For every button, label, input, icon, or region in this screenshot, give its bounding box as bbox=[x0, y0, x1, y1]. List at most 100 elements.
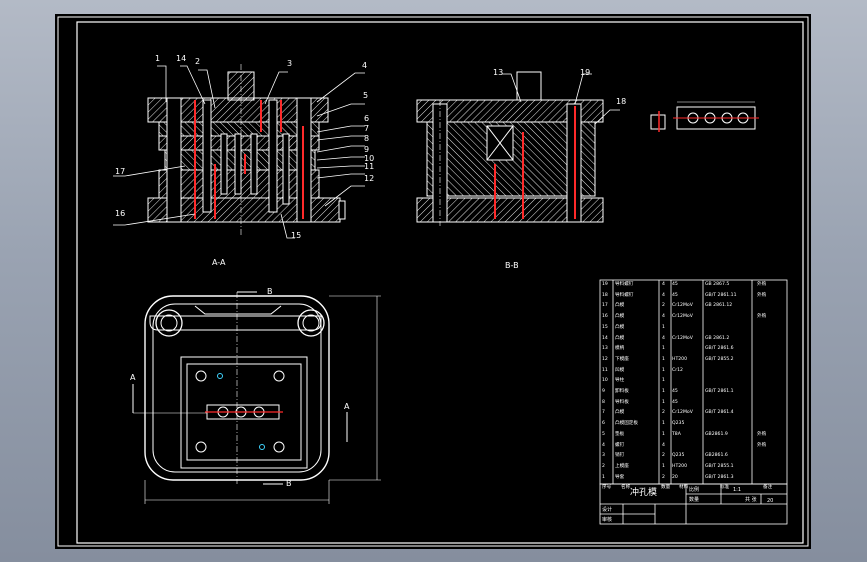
bom-row-no: 9 bbox=[602, 389, 605, 394]
bom-row-mat: Q235 bbox=[672, 421, 685, 427]
bom-row-mat: Cr12MoV bbox=[672, 303, 693, 309]
bom-row-name: 凸模 bbox=[615, 335, 625, 341]
bom-row-mat: Q235 bbox=[672, 453, 685, 459]
bom-row-no: 3 bbox=[602, 453, 605, 459]
bom-row-mat: 45 bbox=[672, 399, 678, 405]
bom-row-name: 上模座 bbox=[615, 463, 629, 469]
bom-row-no: 14 bbox=[602, 335, 608, 341]
part-number-9: 9 bbox=[364, 145, 370, 154]
bom-row-no: 4 bbox=[602, 442, 605, 448]
bom-row-std: GB/T 2861.4 bbox=[705, 410, 734, 416]
bom-row-qty: 1 bbox=[662, 324, 665, 330]
bom-row-mat: HT200 bbox=[672, 463, 688, 469]
bom-row-name: 垫板 bbox=[615, 431, 625, 437]
bom-row-name: 凸模 bbox=[615, 410, 625, 416]
part-number-1: 1 bbox=[155, 54, 161, 63]
bom-row-name: 凸模 bbox=[615, 314, 625, 320]
view-label-a-a: A-A bbox=[212, 258, 226, 267]
bom-row-no: 10 bbox=[602, 378, 608, 384]
bom-row-note: 外购 bbox=[757, 314, 767, 320]
part-number-14: 14 bbox=[176, 54, 187, 63]
bom-row-std: GB/T 2861.6 bbox=[705, 346, 734, 352]
bom-row-qty: 2 bbox=[662, 410, 665, 416]
bom-row-std: GB/T 2861.11 bbox=[705, 292, 737, 298]
bom-row-mat: Cr12MoV bbox=[672, 410, 693, 416]
bom-row-no: 8 bbox=[602, 399, 605, 405]
bom-row-std: GB/T 2855.2 bbox=[705, 356, 734, 362]
bom-row-qty: 2 bbox=[662, 453, 665, 459]
part-number-7: 7 bbox=[364, 124, 370, 133]
part-number-5: 5 bbox=[363, 91, 369, 100]
bom-header-qty: 数量 bbox=[661, 485, 671, 491]
bom-row-qty: 1 bbox=[662, 421, 665, 427]
view-label-b-b: B-B bbox=[505, 261, 519, 270]
title-block-qty-label: 数量 bbox=[689, 497, 700, 503]
bom-row-qty: 1 bbox=[662, 463, 665, 469]
bom-row-no: 5 bbox=[602, 431, 605, 437]
bom-row-no: 2 bbox=[602, 463, 605, 469]
section-mark-a-right: A bbox=[344, 402, 350, 411]
bom-row-std: GB 2861.2 bbox=[705, 335, 730, 341]
plan-view bbox=[132, 291, 381, 504]
part-number-13: 13 bbox=[493, 68, 504, 77]
bom-row-std: GB/T 2861.1 bbox=[705, 389, 734, 394]
section-view-b-b bbox=[416, 71, 604, 226]
bom-row-qty: 4 bbox=[662, 282, 665, 287]
bom-row-std: GB2861.9 bbox=[705, 431, 728, 437]
bom-row-note: 外购 bbox=[757, 282, 767, 287]
bom-row-qty: 1 bbox=[662, 399, 665, 405]
bom-row-no: 16 bbox=[602, 314, 608, 320]
bom-row-qty: 2 bbox=[662, 303, 665, 309]
bom-header-note: 备注 bbox=[763, 485, 773, 491]
bom-row-no: 6 bbox=[602, 421, 605, 427]
bom-row-qty: 1 bbox=[662, 431, 665, 437]
cad-drawing bbox=[57, 16, 809, 547]
bom-row-no: 15 bbox=[602, 324, 608, 330]
bom-row-name: 销钉 bbox=[615, 453, 625, 459]
bom-row-name: 螺钉 bbox=[615, 442, 625, 448]
bom-row-mat: Cr12 bbox=[672, 367, 683, 373]
part-number-18: 18 bbox=[616, 97, 627, 106]
bom-row-qty: 4 bbox=[662, 292, 665, 298]
part-number-17: 17 bbox=[115, 167, 126, 176]
part-number-10: 10 bbox=[364, 154, 375, 163]
bom-row-name: 导料螺钉 bbox=[615, 292, 634, 298]
title-block-title: 冲孔模 bbox=[630, 488, 658, 498]
title-block-sheet: 20 bbox=[767, 498, 774, 504]
title-block-scale-label: 比例 bbox=[689, 487, 700, 493]
bom-row-qty: 1 bbox=[662, 346, 665, 352]
bom-row-mat: Cr12MoV bbox=[672, 314, 693, 320]
bom-row-mat: 20 bbox=[672, 474, 678, 480]
bom-row-qty: 2 bbox=[662, 474, 665, 480]
part-number-8: 8 bbox=[364, 134, 370, 143]
bom-row-mat: 45 bbox=[672, 292, 678, 298]
bom-row-note: 外购 bbox=[757, 431, 767, 437]
bom-row-qty: 4 bbox=[662, 314, 665, 320]
part-number-4: 4 bbox=[362, 61, 368, 70]
bom-row-qty: 1 bbox=[662, 356, 665, 362]
section-view-a-a bbox=[147, 64, 346, 236]
bom-row-qty: 4 bbox=[662, 335, 665, 341]
bom-table-frame bbox=[599, 279, 788, 525]
title-block-designer: 设计 bbox=[602, 507, 613, 513]
bom-row-mat: Cr12MoV bbox=[672, 335, 693, 341]
bom-row-mat: T8A bbox=[672, 431, 681, 437]
bom-row-no: 19 bbox=[602, 282, 608, 287]
bom-row-name: 导料板 bbox=[615, 399, 629, 405]
part-number-12: 12 bbox=[364, 174, 375, 183]
bom-row-no: 1 bbox=[602, 474, 605, 480]
bom-row-std: GB/T 2861.3 bbox=[705, 474, 734, 480]
bom-row-name: 凹模 bbox=[615, 367, 625, 373]
bom-row-no: 18 bbox=[602, 292, 608, 298]
bom-row-mat: 45 bbox=[672, 389, 678, 394]
title-block-weight: 共 张 bbox=[745, 497, 757, 503]
bom-header-name: 名称 bbox=[621, 485, 631, 491]
bom-row-name: 导柱 bbox=[615, 378, 625, 384]
section-mark-b-bottom: B bbox=[286, 479, 292, 488]
title-block-scale: 1:1 bbox=[733, 487, 742, 493]
part-number-19: 19 bbox=[580, 68, 591, 77]
bom-row-name: 卸料板 bbox=[615, 389, 629, 394]
part-number-15: 15 bbox=[291, 231, 302, 240]
workpiece-view bbox=[650, 101, 759, 132]
